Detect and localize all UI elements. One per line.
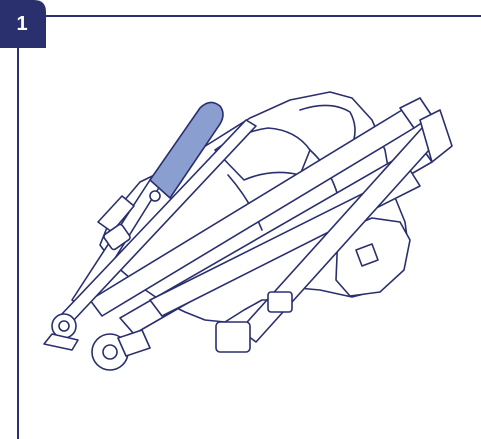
hinge-block-1 xyxy=(215,321,251,353)
front-bumper xyxy=(97,195,135,233)
panel-border xyxy=(17,15,481,439)
hinge-block-3 xyxy=(103,223,131,251)
end-cap-2 xyxy=(419,109,453,163)
wheel-small-inner xyxy=(58,320,70,332)
wheel-large-inner xyxy=(102,344,118,360)
step-badge-shape xyxy=(0,0,46,48)
wheel-large-mount xyxy=(117,329,151,357)
wheels xyxy=(43,313,151,371)
stroller-basket xyxy=(335,217,411,297)
wheel-small-mount xyxy=(43,333,79,351)
handle-grip xyxy=(149,101,224,199)
step-number: 1 xyxy=(16,13,28,35)
hinge-block-2 xyxy=(267,291,293,313)
stroller xyxy=(43,91,453,371)
seat-fold-2 xyxy=(227,174,263,231)
handle-hinge xyxy=(149,190,161,202)
frame-end-caps xyxy=(399,97,453,163)
basket-detail xyxy=(355,243,379,267)
